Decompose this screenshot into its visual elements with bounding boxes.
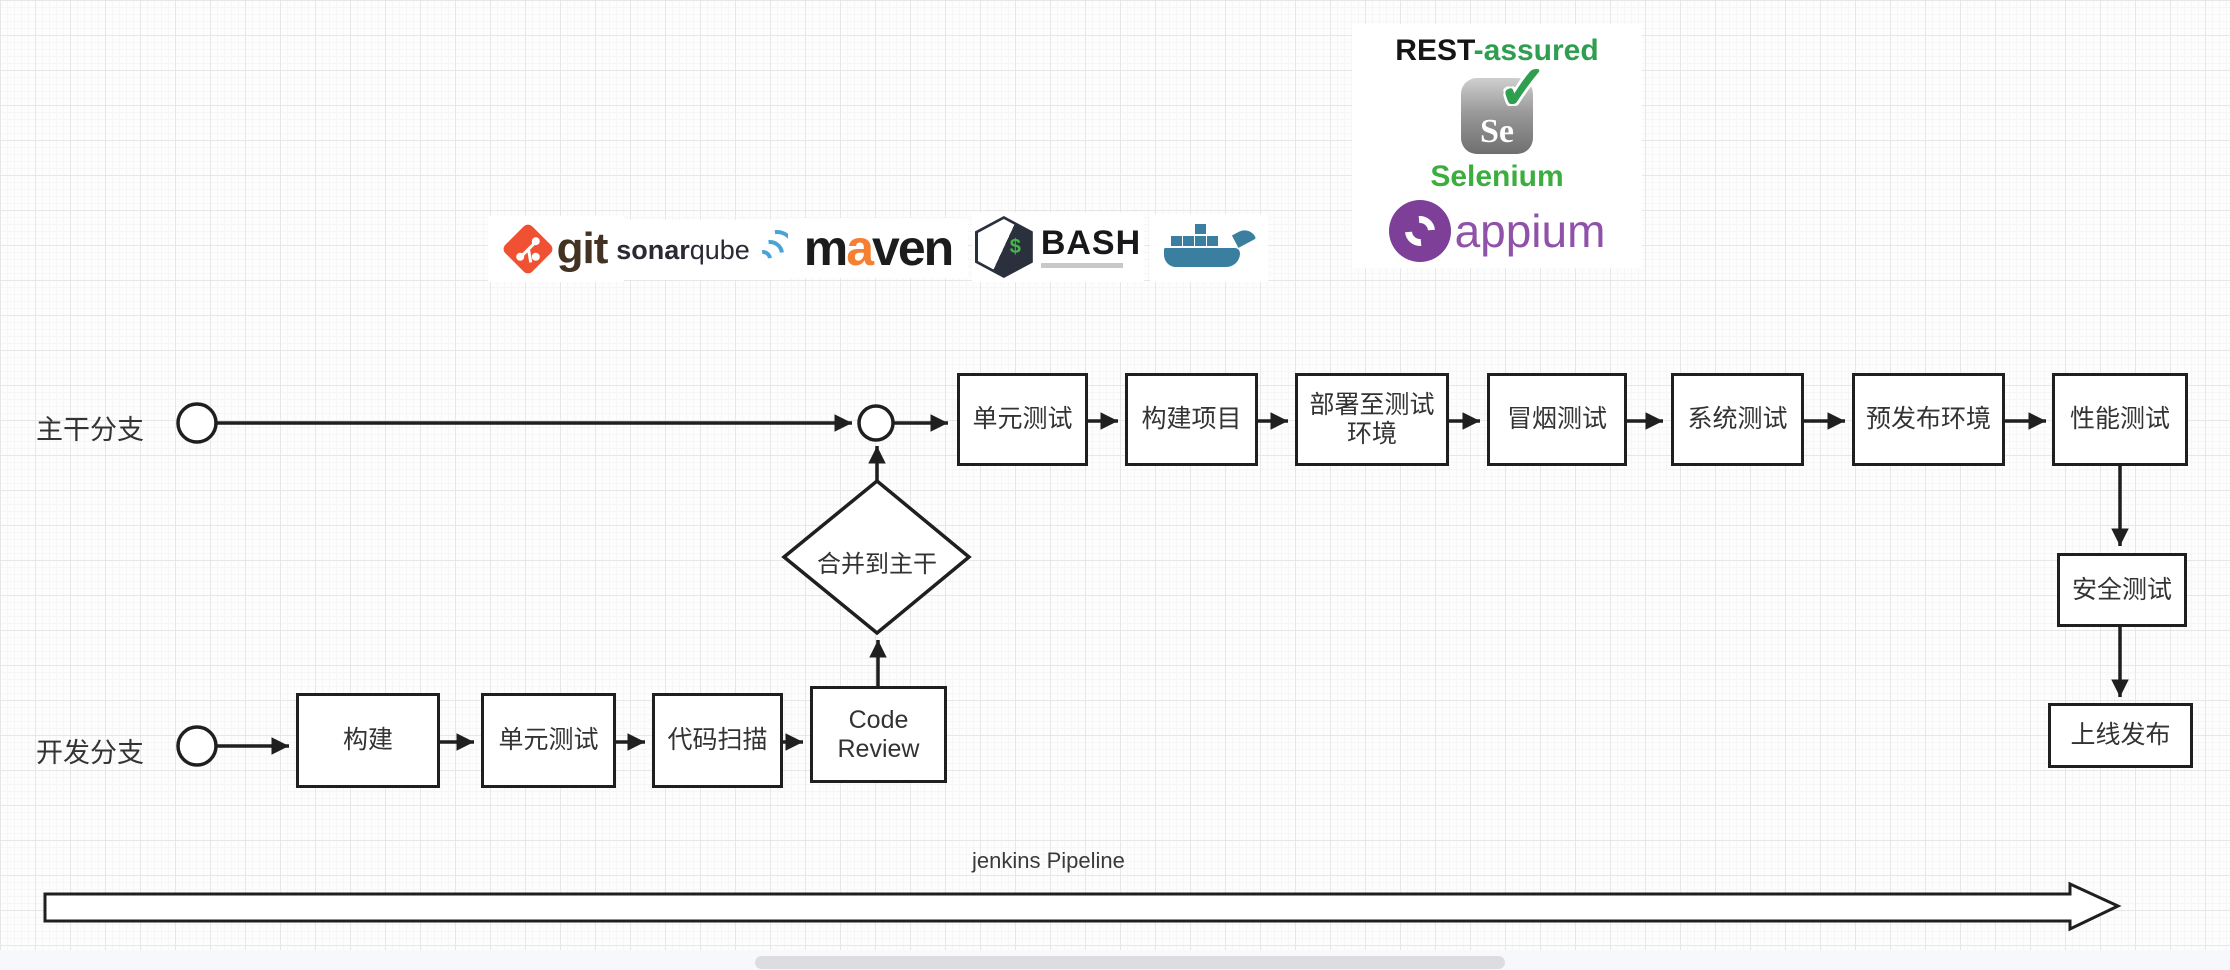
step-deploy-test-env: 部署至测试环境 — [1295, 373, 1449, 466]
bash-logo: $ BASH — [972, 212, 1144, 282]
step-system-test: 系统测试 — [1671, 373, 1804, 466]
bash-hexagon-icon: $ — [974, 216, 1033, 278]
merge-junction-circle — [857, 404, 895, 442]
bash-dollar-glyph: $ — [1009, 236, 1021, 258]
git-icon — [500, 222, 555, 276]
step-smoke-test: 冒烟测试 — [1487, 373, 1627, 466]
step-label: 安全测试 — [2071, 575, 2172, 604]
appium-logo: appium — [1388, 200, 1606, 262]
selenium-icon: Se ✓ — [1461, 58, 1549, 154]
step-label: 构建 — [342, 726, 393, 755]
step-performance-test: 性能测试 — [2052, 373, 2188, 466]
docker-logo — [1150, 214, 1268, 282]
step-label: 上线发布 — [2070, 721, 2171, 750]
selenium-wordmark: Selenium — [1430, 160, 1564, 193]
appium-shutter-icon — [1388, 200, 1451, 262]
step-build-dev: 构建 — [296, 693, 440, 788]
git-logo: git — [488, 216, 624, 282]
step-unit-test-dev: 单元测试 — [481, 693, 616, 788]
rest-assured-wordmark: REST-assured — [1395, 34, 1599, 67]
merge-diamond-shape — [781, 478, 972, 636]
step-security-test: 安全测试 — [2057, 553, 2187, 627]
main-branch-label: 主干分支 — [36, 415, 144, 445]
bash-tagline-bar — [1040, 263, 1123, 268]
step-label: 单元测试 — [498, 726, 599, 755]
main-branch-start-circle — [176, 402, 218, 444]
step-label: 构建项目 — [1141, 405, 1242, 434]
step-label: 预发布环境 — [1865, 405, 1991, 434]
step-label: Code Review — [837, 705, 920, 763]
docker-whale-icon — [1164, 222, 1257, 274]
step-label: 单元测试 — [972, 405, 1073, 434]
test-tools-panel: REST-assured Se ✓ Selenium appium — [1352, 24, 1642, 268]
maven-logo: maven — [788, 218, 968, 278]
step-code-review: Code Review — [810, 686, 947, 783]
horizontal-scrollbar-track[interactable] — [0, 950, 2230, 970]
step-pre-release-env: 预发布环境 — [1852, 373, 2005, 466]
step-label: 部署至测试环境 — [1309, 390, 1435, 448]
appium-wordmark: appium — [1454, 205, 1606, 257]
step-code-scan: 代码扫描 — [652, 693, 783, 788]
sonarqube-wordmark-light: qube — [689, 234, 750, 265]
maven-wordmark: maven — [803, 220, 954, 276]
step-label: 性能测试 — [2069, 405, 2170, 434]
bash-wordmark: BASH — [1040, 224, 1142, 262]
step-label: 冒烟测试 — [1506, 405, 1607, 434]
step-unit-test-main: 单元测试 — [957, 373, 1088, 466]
step-build-project: 构建项目 — [1125, 373, 1258, 466]
dev-branch-start-circle — [176, 725, 218, 767]
step-label: 系统测试 — [1687, 405, 1788, 434]
horizontal-scrollbar-thumb[interactable] — [755, 956, 1505, 969]
dev-branch-label: 开发分支 — [36, 738, 144, 768]
pipeline-caption: jenkins Pipeline — [972, 848, 1125, 873]
pipeline-arrow — [43, 881, 2122, 932]
merge-diamond-label: 合并到主干 — [817, 551, 937, 578]
sonarqube-waves-icon — [750, 222, 804, 276]
selenium-se-glyph: Se — [1480, 112, 1514, 150]
selenium-checkmark-icon: ✓ — [1497, 54, 1549, 123]
git-wordmark: git — [556, 224, 609, 273]
sonarqube-wordmark-bold: sonar — [616, 234, 690, 265]
step-go-live: 上线发布 — [2048, 703, 2193, 768]
step-label: 代码扫描 — [667, 726, 768, 755]
